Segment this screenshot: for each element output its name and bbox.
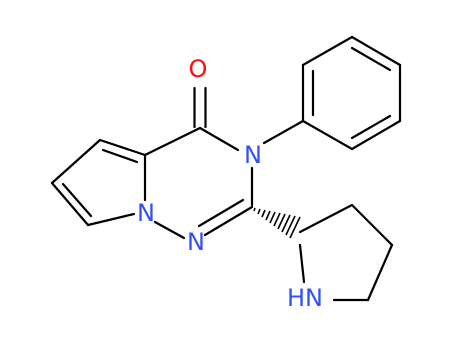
bond-c5-c6 — [50, 138, 102, 185]
bond-c6-c7-inner — [61, 182, 93, 218]
bond-c4a-c5-inner — [101, 148, 139, 164]
atom-label-n2: N — [187, 228, 205, 256]
bond-n2-c2-inner — [197, 198, 245, 228]
atom-label-oxygen: O — [189, 55, 208, 83]
bond-c7-n1 — [86, 212, 136, 227]
bond-pyr-c3-c4 — [350, 203, 394, 247]
bond-ph-2-3 — [301, 35, 354, 67]
bond-c4-c4a — [143, 126, 202, 157]
bond-pyr-c2-c3 — [298, 203, 354, 234]
bond-ph-inner-b — [350, 46, 392, 72]
bond-c6-c7-outer — [50, 181, 90, 227]
bond-pyr-c4-c5 — [366, 243, 394, 302]
atom-label-nh: HN — [287, 284, 323, 312]
bond-c4a-c5-outer — [98, 138, 147, 157]
bond-ph-inner-c — [350, 114, 392, 140]
bond-c4-n3 — [198, 126, 240, 152]
bond-n1-n2 — [153, 220, 186, 240]
atom-label-n3: N — [244, 141, 262, 169]
stereo-hash-bond — [253, 207, 301, 239]
bond-n3-phenyl — [262, 119, 305, 145]
bond-ph-3-4 — [350, 35, 402, 67]
bond-pyr-n-c2 — [298, 243, 306, 284]
bond-ph-6-1 — [301, 119, 354, 151]
bond-n2-c2-outer — [203, 205, 254, 237]
atom-label-n1: N — [137, 199, 155, 227]
bond-ph-5-6 — [350, 119, 402, 151]
